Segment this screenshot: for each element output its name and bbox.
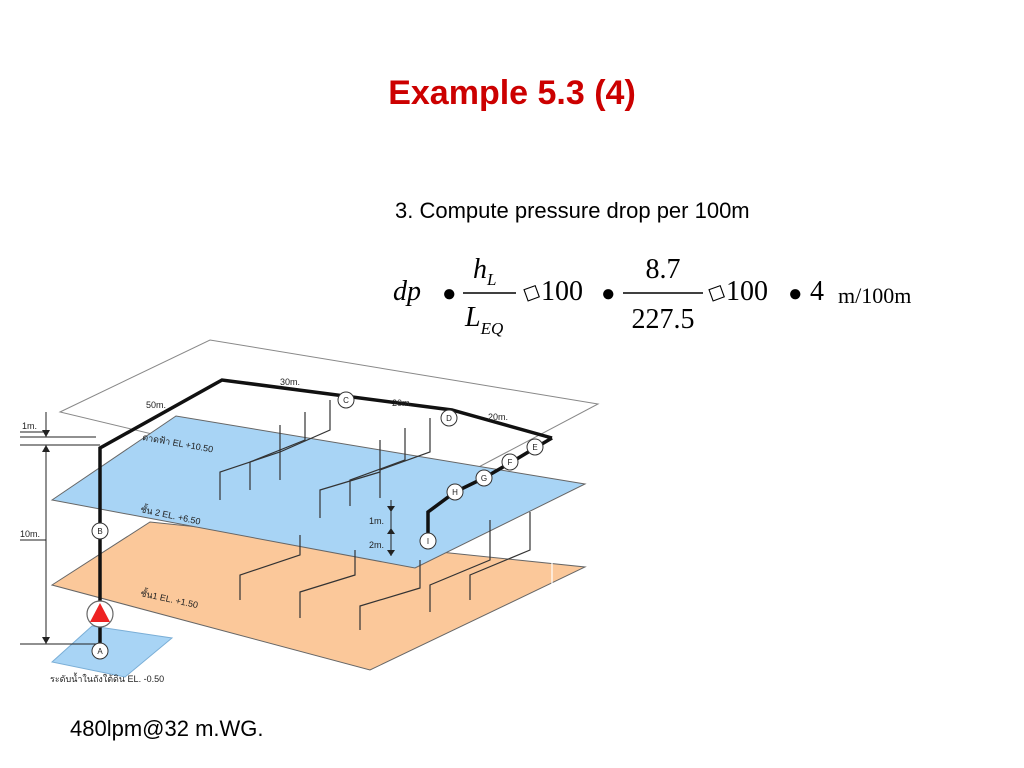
node-e: E	[526, 438, 544, 456]
len-50: 50m.	[146, 400, 166, 410]
fraction-1-denominator: LEQ	[464, 302, 503, 338]
formula-op-1: ●	[442, 281, 457, 307]
node-h: H	[446, 483, 464, 501]
len-30: 30m.	[280, 377, 300, 387]
level-tank: ระดับน้ำในถังใต้ดิน EL. -0.50	[50, 672, 164, 684]
formula-unit: m/100m	[838, 283, 911, 308]
roof-drops	[219, 400, 431, 518]
factor-2: 100	[726, 276, 768, 307]
node-label: I	[427, 537, 429, 546]
node-c: C	[337, 391, 355, 409]
node-g: G	[475, 469, 493, 487]
node-a: A	[91, 642, 109, 660]
fraction-2-numerator: 8.7	[646, 254, 681, 285]
times-glyph-2: ◻	[705, 279, 728, 305]
node-label: F	[508, 458, 513, 467]
node-label: E	[532, 443, 537, 452]
footer-note: 480lpm@32 m.WG.	[70, 716, 264, 741]
fraction-1-numerator: hL	[473, 254, 496, 289]
tank-plane	[50, 625, 174, 678]
node-b: B	[91, 522, 109, 540]
numerator-sub: L	[486, 270, 496, 289]
node-i: I	[419, 532, 437, 550]
node-label: A	[97, 647, 103, 656]
factor-1: 100	[541, 276, 583, 307]
formula-lhs: dp	[393, 276, 421, 307]
times-glyph-1: ◻	[520, 279, 543, 305]
node-d: D	[440, 409, 458, 427]
floor2-drops	[239, 512, 531, 630]
floor2-plane	[50, 415, 587, 569]
numerator-main: h	[473, 254, 487, 285]
formula-result: 4	[810, 276, 824, 307]
floor1-plane	[50, 521, 587, 671]
node-label: H	[452, 488, 458, 497]
dim-total: 10m.	[20, 529, 40, 539]
node-label: D	[446, 414, 452, 423]
slide-title: Example 5.3 (4)	[388, 74, 636, 112]
denominator-main: L	[464, 302, 481, 333]
step-text: 3. Compute pressure drop per 100m	[395, 198, 750, 223]
formula-op-2: ●	[601, 281, 616, 307]
plumbing-diagram: 1m. 10m. 1m. 2m. 50m. 30m. 20m. 20m. ดาด…	[20, 339, 600, 684]
main-pipe	[98, 378, 553, 650]
formula-op-3: ●	[788, 281, 803, 307]
node-label: C	[343, 396, 349, 405]
formula: dp ● hL LEQ ◻ 100 ● 8.7 227.5 ◻ 100 ● 4 …	[393, 254, 911, 338]
denominator-sub: EQ	[480, 319, 504, 338]
floor2-frame-edge	[539, 517, 553, 585]
fraction-2-denominator: 227.5	[632, 304, 695, 335]
node-label: B	[97, 527, 102, 536]
dim-lines-left	[20, 412, 100, 645]
len-20b: 20m.	[488, 412, 508, 422]
dim-branch-gap-1: 1m.	[369, 516, 384, 526]
dim-arrows	[42, 430, 395, 644]
node-label: G	[481, 474, 487, 483]
dim-branch-gap-2: 2m.	[369, 540, 384, 550]
len-20a: 20m.	[392, 398, 412, 408]
dim-top-gap: 1m.	[22, 421, 37, 431]
node-f: F	[501, 453, 519, 471]
pump-arrow-icon	[90, 603, 110, 622]
